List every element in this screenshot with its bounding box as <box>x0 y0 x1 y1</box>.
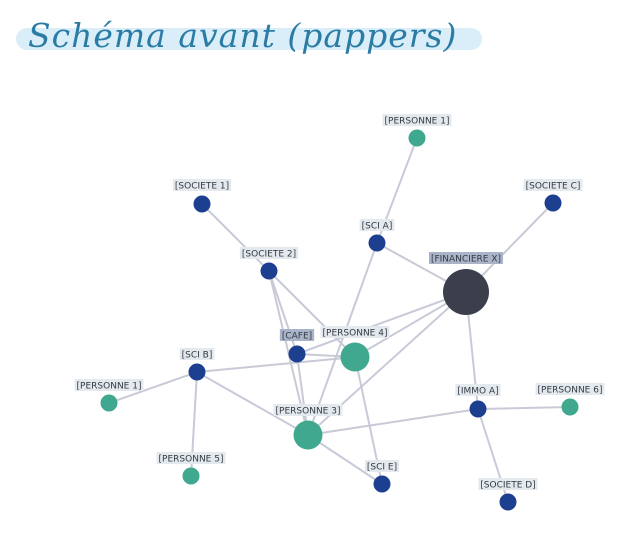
node-personne1_left <box>100 394 118 412</box>
label-bg-financierex <box>428 252 504 264</box>
labels-layer: [PERSONNE 1] [SOCIETE 1] [SOCIETE C] [SCI A… <box>74 114 605 491</box>
label-cafe: [CAFE] <box>279 329 315 342</box>
label-immoa: [IMMO A] <box>455 384 501 397</box>
node-scib <box>188 363 206 381</box>
nodes-layer <box>100 129 579 511</box>
label-text-personne4: [PERSONNE 4] <box>323 329 388 339</box>
label-text-personne3: [PERSONNE 3] <box>276 407 341 417</box>
node-societe2 <box>260 262 278 280</box>
node-personne6 <box>561 398 579 416</box>
label-personne3: [PERSONNE 3] <box>273 404 343 417</box>
edge-scib-personne4 <box>196 356 356 373</box>
label-societe1: [SOCIETE 1] <box>172 179 232 192</box>
label-bg-scie <box>364 460 400 472</box>
label-personne5: [PERSONNE 5] <box>156 452 226 465</box>
label-text-personne6: [PERSONNE 6] <box>538 386 603 396</box>
edge-societe2-personne4 <box>268 270 356 358</box>
label-bg-societec <box>523 179 583 191</box>
label-societec: [SOCIETE C] <box>523 179 583 192</box>
label-personne1_left: [PERSONNE 1] <box>74 379 144 392</box>
label-text-immoa: [IMMO A] <box>457 387 498 397</box>
label-text-societe2: [SOCIETE 2] <box>242 250 296 260</box>
title-highlight <box>16 28 482 50</box>
label-personne1_top: [PERSONNE 1] <box>382 114 452 127</box>
label-societe2: [SOCIETE 2] <box>239 247 299 260</box>
label-text-societed: [SOCIETE D] <box>480 481 535 491</box>
label-bg-societe1 <box>172 179 232 191</box>
label-bg-personne5 <box>156 452 226 464</box>
label-bg-personne4 <box>320 326 390 338</box>
label-text-societec: [SOCIETE C] <box>526 182 581 192</box>
label-scia: [SCI A] <box>359 219 395 232</box>
node-financierex <box>443 269 489 315</box>
node-personne3 <box>293 420 323 450</box>
label-text-scia: [SCI A] <box>362 222 393 232</box>
label-text-personne1_left: [PERSONNE 1] <box>77 382 142 392</box>
edge-scia-personne3 <box>307 242 378 436</box>
node-personne4 <box>340 342 370 372</box>
label-bg-personne3 <box>273 404 343 416</box>
edge-societe2-cafe <box>268 270 298 355</box>
label-bg-scia <box>359 219 395 231</box>
label-bg-personne1_left <box>74 379 144 391</box>
node-societe1 <box>193 195 211 213</box>
node-immoa <box>469 400 487 418</box>
edge-personne3-immoa <box>307 408 479 436</box>
node-cafe <box>288 345 306 363</box>
node-societec <box>544 194 562 212</box>
label-text-personne1_top: [PERSONNE 1] <box>385 117 450 127</box>
label-scie: [SCI E] <box>364 460 400 473</box>
label-scib: [SCI B] <box>179 348 215 361</box>
edge-immoa-personne6 <box>477 406 571 410</box>
label-text-scib: [SCI B] <box>182 351 213 361</box>
label-bg-personne1_top <box>382 114 452 126</box>
node-personne5 <box>182 467 200 485</box>
label-bg-personne6 <box>535 383 605 395</box>
label-bg-societed <box>478 478 538 490</box>
node-scia <box>368 234 386 252</box>
label-bg-scib <box>179 348 215 360</box>
label-bg-immoa <box>455 384 501 396</box>
label-text-societe1: [SOCIETE 1] <box>175 182 229 192</box>
label-financierex: [FINANCIERE X] <box>428 252 504 265</box>
node-personne1_top <box>408 129 426 147</box>
edge-financierex-cafe <box>296 291 467 355</box>
label-bg-cafe <box>279 329 315 341</box>
label-personne4: [PERSONNE 4] <box>320 326 390 339</box>
label-bg-societe2 <box>239 247 299 259</box>
page-title: Schéma avant (pappers) <box>28 16 458 55</box>
edge-scib-personne1_left <box>108 371 198 404</box>
node-societed <box>499 493 517 511</box>
label-text-cafe: [CAFE] <box>282 332 312 342</box>
label-text-scie: [SCI E] <box>367 463 397 473</box>
edge-personne3-scie <box>307 434 383 485</box>
label-societed: [SOCIETE D] <box>478 478 538 491</box>
edge-scib-personne3 <box>196 371 309 436</box>
label-text-personne5: [PERSONNE 5] <box>159 455 224 465</box>
node-scie <box>373 475 391 493</box>
edges-layer <box>108 137 571 503</box>
label-personne6: [PERSONNE 6] <box>535 383 605 396</box>
edge-societe1-societe2 <box>201 203 270 272</box>
label-text-financierex: [FINANCIERE X] <box>431 255 501 265</box>
